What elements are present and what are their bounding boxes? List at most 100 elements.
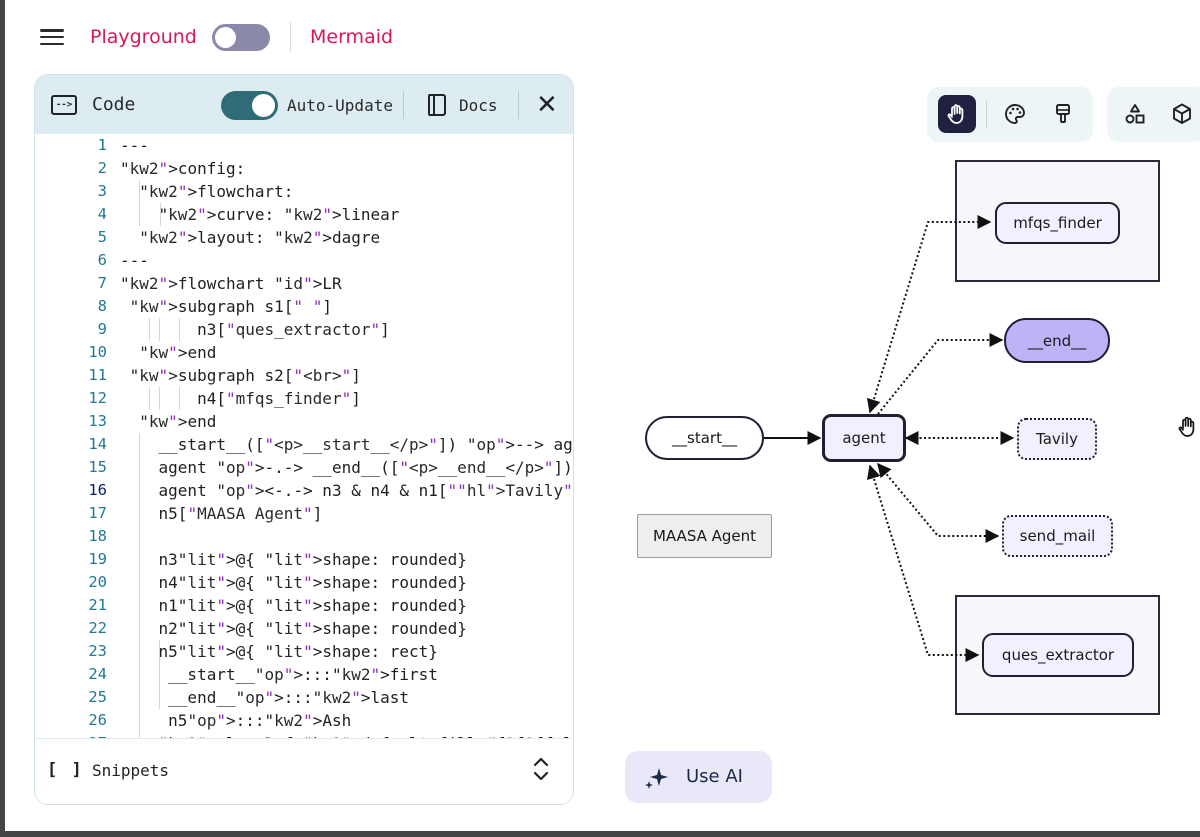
node-send-mail[interactable]: send_mail xyxy=(1002,515,1113,557)
shapes-icon[interactable] xyxy=(1116,95,1154,133)
code-line[interactable]: 22 n2"lit">@{ "lit">shape: rounded} xyxy=(35,617,572,640)
snippets-bar[interactable]: [ ] Snippets xyxy=(35,738,572,804)
code-text: "kw">subgraph s2["<br>"] xyxy=(129,366,361,385)
code-text: __start__"op">:::"kw2">first xyxy=(120,665,438,684)
use-ai-button[interactable]: Use AI xyxy=(625,751,772,803)
toolbar-divider xyxy=(986,101,987,129)
node-mfqs-finder[interactable]: mfqs_finder xyxy=(995,202,1120,244)
code-line[interactable]: 26 n5"op">:::"kw2">Ash xyxy=(35,709,572,732)
header-divider xyxy=(290,22,291,52)
indent-guide xyxy=(139,180,140,226)
close-icon[interactable]: ✕ xyxy=(536,90,558,120)
code-text: "kw2">config: xyxy=(120,159,246,178)
code-line[interactable]: 12 n4["mfqs_finder"] xyxy=(35,387,572,410)
code-text: "kw">subgraph s1[" "] xyxy=(129,297,332,316)
line-number: 13 xyxy=(88,412,107,430)
indent-guide xyxy=(179,318,180,341)
playground-toggle[interactable] xyxy=(212,24,270,51)
code-text: "kw">end xyxy=(139,343,217,362)
indent-guide xyxy=(139,433,140,738)
docs-button[interactable]: Docs xyxy=(459,96,498,115)
code-line[interactable]: 17 n5["MAASA Agent"] xyxy=(35,502,572,525)
code-text: __start__(["<p>__start__</p>"]) "op">-->… xyxy=(120,435,572,454)
line-number: 14 xyxy=(88,435,107,453)
edge-agent-ques xyxy=(867,464,980,662)
code-line[interactable]: 4 "kw2">curve: "kw2">linear xyxy=(35,203,572,226)
code-line[interactable]: 14 __start__(["<p>__start__</p>"]) "op">… xyxy=(35,433,572,456)
code-line[interactable]: 20 n4"lit">@{ "lit">shape: rounded} xyxy=(35,571,572,594)
edge-agent-end xyxy=(877,333,1004,415)
code-icon: --> xyxy=(51,95,77,115)
book-icon[interactable] xyxy=(428,94,446,116)
line-number: 25 xyxy=(88,688,107,706)
line-number: 8 xyxy=(97,297,107,315)
code-line[interactable]: 18 xyxy=(35,525,572,548)
node-agent[interactable]: agent xyxy=(822,414,906,462)
code-line[interactable]: 5 "kw2">layout: "kw2">dagre xyxy=(35,226,572,249)
code-text: "kw2">layout: "kw2">dagre xyxy=(139,228,381,247)
hand-cursor-icon xyxy=(1178,416,1195,437)
line-number: 2 xyxy=(97,159,107,177)
code-line[interactable]: 27 "kw2">classDef "kw2">default fill:#f2… xyxy=(35,732,572,738)
code-line[interactable]: 19 n3"lit">@{ "lit">shape: rounded} xyxy=(35,548,572,571)
code-text: agent "op">-.-> __end__(["<p>__end__</p>… xyxy=(120,458,572,477)
sparkles-icon xyxy=(645,768,668,789)
brackets-icon: [ ] xyxy=(47,760,84,780)
chevron-up-down-icon[interactable] xyxy=(531,754,551,784)
code-editor[interactable]: 1---2"kw2">config:3 "kw2">flowchart:4 "k… xyxy=(35,134,572,738)
hand-icon[interactable] xyxy=(938,95,976,133)
code-text: agent "op"><-.-> n3 & n4 & n1[""hl">Tavi… xyxy=(120,481,572,500)
node-ques-extractor[interactable]: ques_extractor xyxy=(982,633,1134,677)
code-line[interactable]: 10 "kw">end xyxy=(35,341,572,364)
code-text: "kw2">flowchart "id">LR xyxy=(120,274,342,293)
code-line[interactable]: 11 "kw">subgraph s2["<br>"] xyxy=(35,364,572,387)
code-line[interactable]: 3 "kw2">flowchart: xyxy=(35,180,572,203)
node-end[interactable]: __end__ xyxy=(1004,318,1110,363)
code-line[interactable]: 7"kw2">flowchart "id">LR xyxy=(35,272,572,295)
code-line[interactable]: 25 __end__"op">:::"kw2">last xyxy=(35,686,572,709)
line-number: 27 xyxy=(35,732,107,738)
auto-update-toggle[interactable] xyxy=(221,91,278,120)
code-line[interactable]: 13 "kw">end xyxy=(35,410,572,433)
node-tavily[interactable]: Tavily xyxy=(1017,418,1097,460)
auto-update-label[interactable]: Auto-Update xyxy=(287,96,393,115)
code-line[interactable]: 23 n5"lit">@{ "lit">shape: rect} xyxy=(35,640,572,663)
code-text: n5["MAASA Agent"] xyxy=(120,504,323,523)
code-text: "kw2">flowchart: xyxy=(139,182,294,201)
code-text: "kw">end xyxy=(139,412,217,431)
edge-agent-sendmail xyxy=(877,462,1000,543)
use-ai-label: Use AI xyxy=(686,766,743,787)
brand-playground[interactable]: Playground xyxy=(90,26,197,48)
code-line[interactable]: 9 n3["ques_extractor"] xyxy=(35,318,572,341)
code-line[interactable]: 2 "kw2">config: xyxy=(35,157,572,180)
code-line[interactable]: 6--- xyxy=(35,249,572,272)
code-line[interactable]: 1--- xyxy=(35,134,572,157)
code-line[interactable]: 16 agent "op"><-.-> n3 & n4 & n1[""hl">T… xyxy=(35,479,572,502)
brand-mermaid[interactable]: Mermaid xyxy=(310,26,394,48)
code-panel-header: --> Code Auto-Update Docs ✕ xyxy=(35,75,573,134)
line-number: 24 xyxy=(88,665,107,683)
line-number: 11 xyxy=(88,366,107,384)
hamburger-menu-icon[interactable] xyxy=(40,27,64,47)
line-number: 17 xyxy=(88,504,107,522)
code-line[interactable]: 21 n1"lit">@{ "lit">shape: rounded} xyxy=(35,594,572,617)
line-number: 4 xyxy=(97,205,107,223)
palette-icon[interactable] xyxy=(996,95,1034,133)
code-line[interactable]: 8 "kw">subgraph s1[" "] xyxy=(35,295,572,318)
indent-guide xyxy=(149,387,150,410)
diagram-toolbar xyxy=(927,87,1093,142)
code-text: n3"lit">@{ "lit">shape: rounded} xyxy=(120,550,467,569)
indent-guide xyxy=(159,640,160,709)
code-text: --- xyxy=(120,136,149,155)
node-start[interactable]: __start__ xyxy=(645,416,764,460)
cube-icon[interactable] xyxy=(1163,95,1200,133)
code-line[interactable]: 15 agent "op">-.-> __end__(["<p>__end__<… xyxy=(35,456,572,479)
code-text: n5"lit">@{ "lit">shape: rect} xyxy=(120,642,438,661)
brush-icon[interactable] xyxy=(1044,95,1082,133)
node-maasa-agent[interactable]: MAASA Agent xyxy=(637,514,772,558)
code-text: n4["mfqs_finder"] xyxy=(120,389,361,408)
code-line[interactable]: 24 __start__"op">:::"kw2">first xyxy=(35,663,572,686)
snippets-label[interactable]: Snippets xyxy=(92,761,170,780)
indent-guide xyxy=(159,318,160,341)
diagram-canvas[interactable]: __start__ agent mfqs_finder __end__ Tavi… xyxy=(600,150,1200,730)
